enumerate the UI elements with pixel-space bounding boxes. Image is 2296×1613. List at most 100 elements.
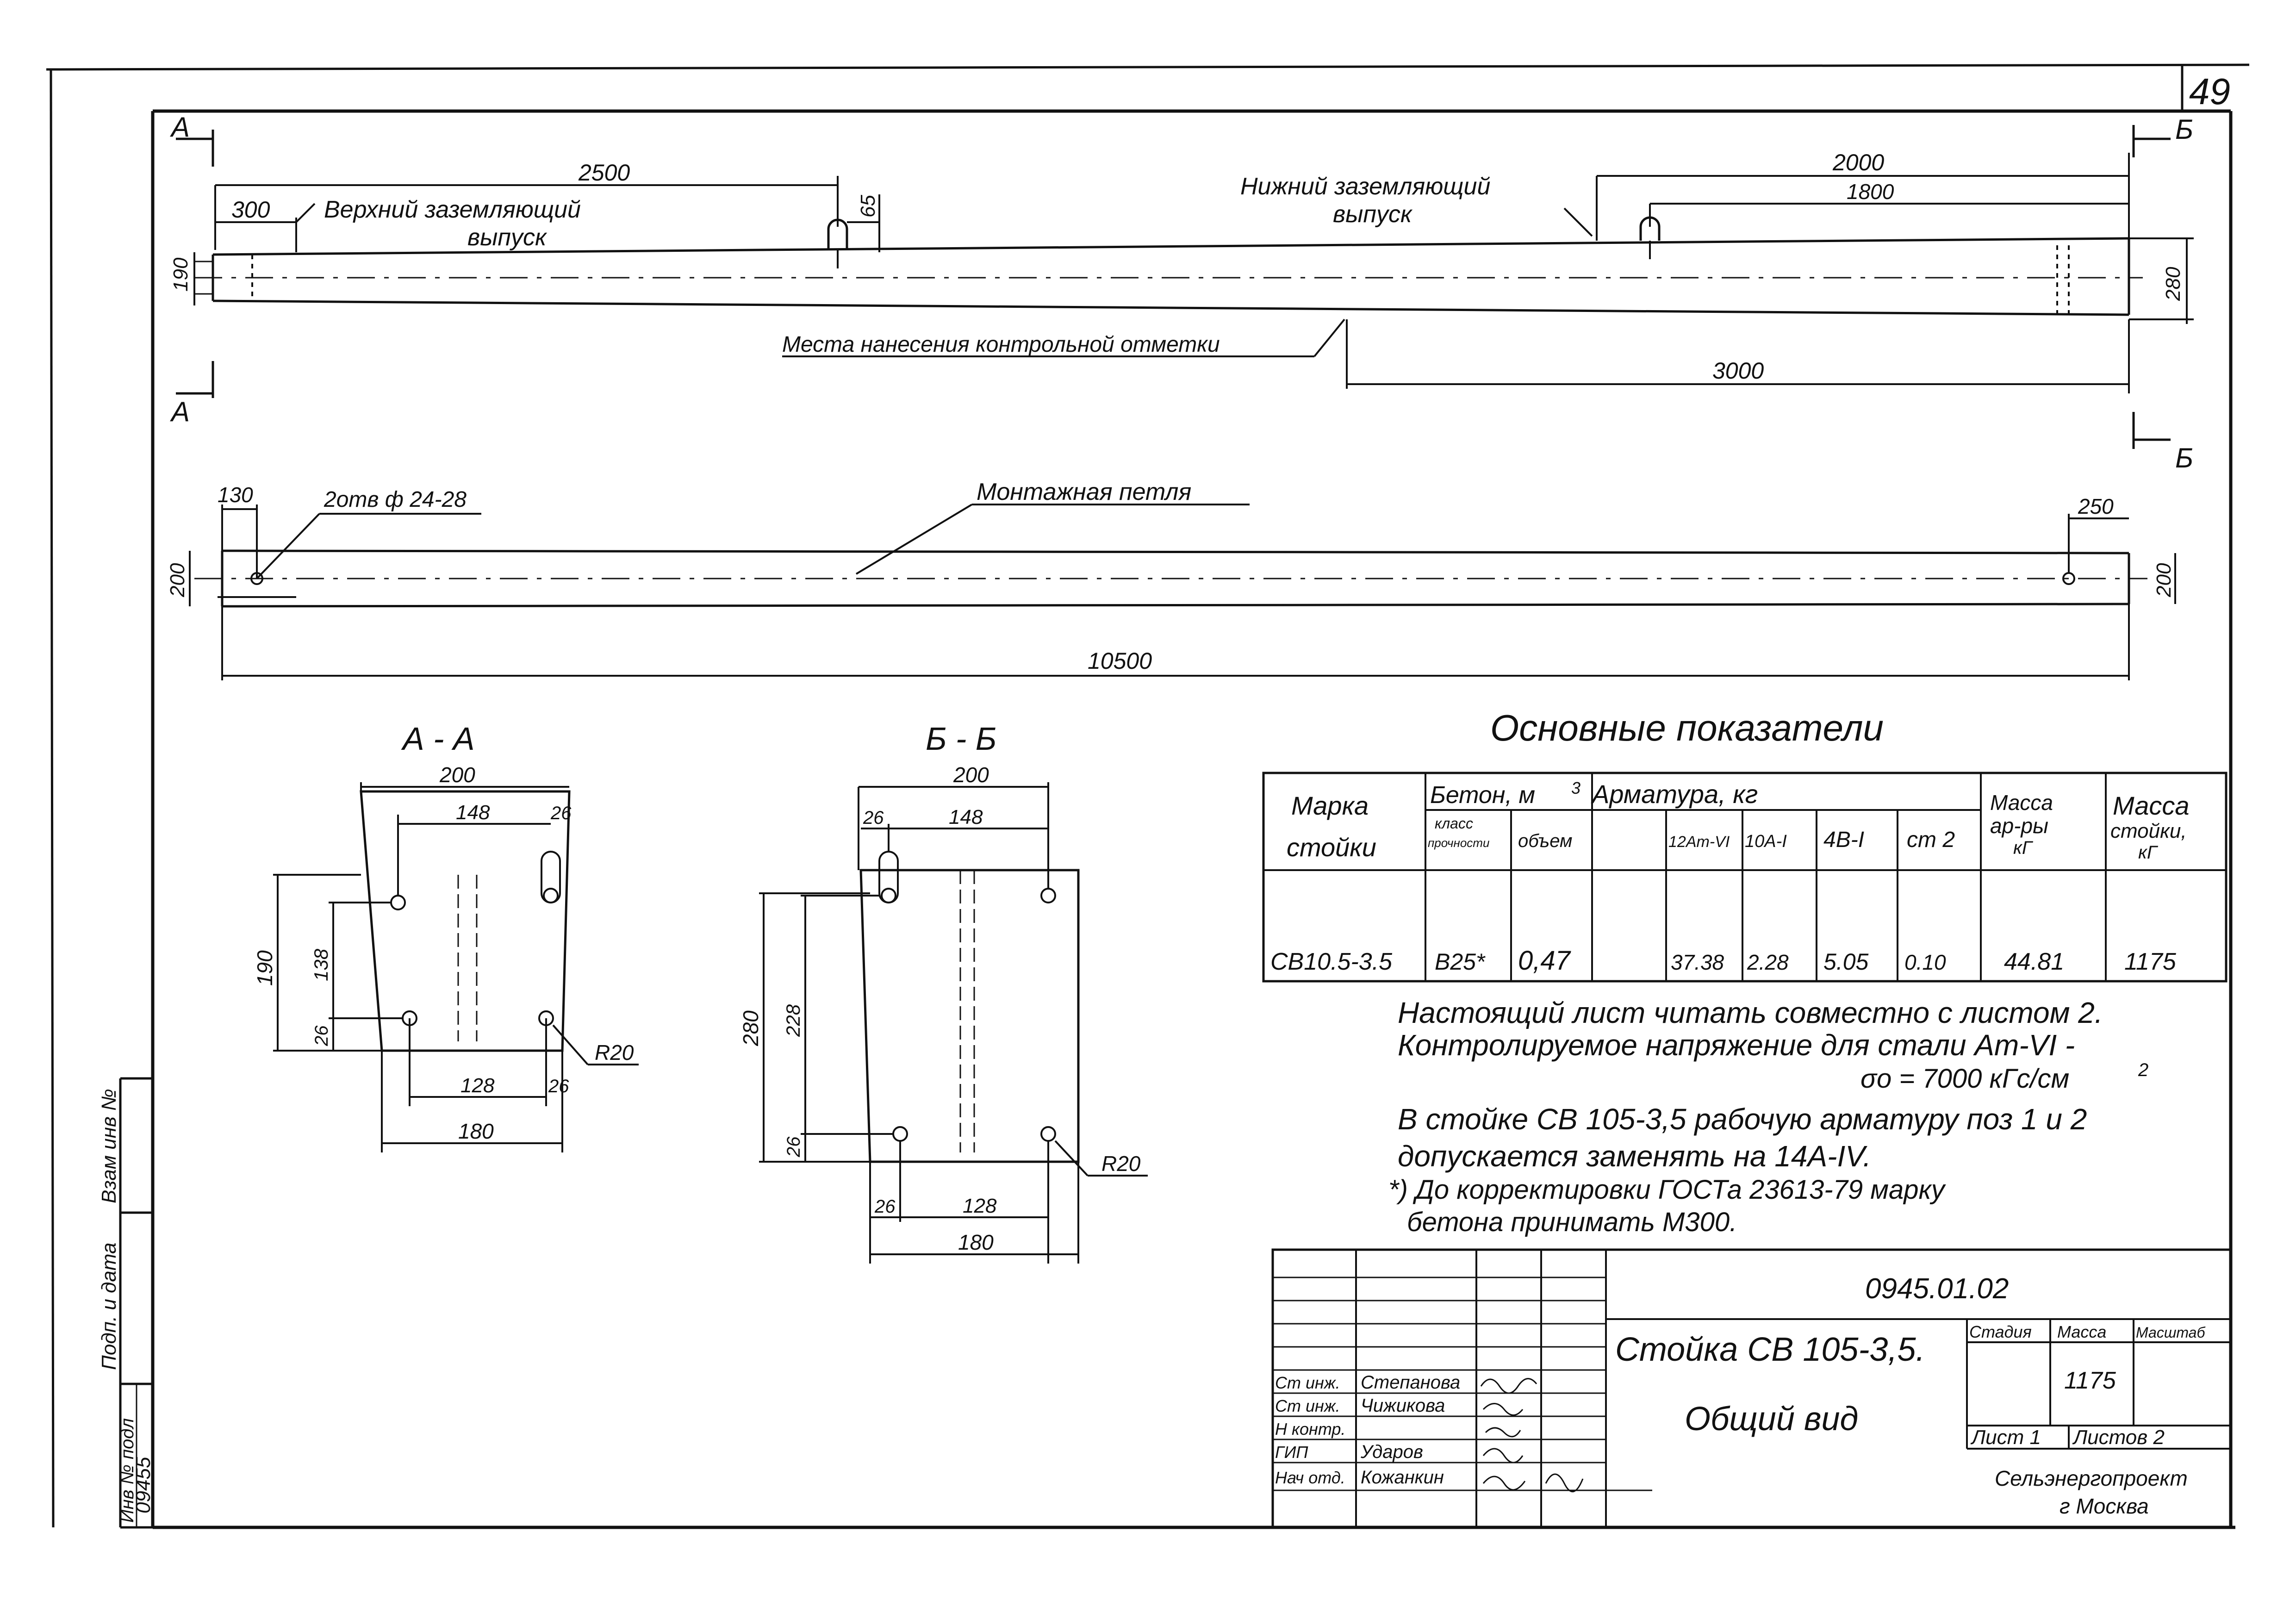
th-class-2: прочности — [1428, 836, 1489, 850]
th-concrete-sup: 3 — [1571, 778, 1580, 797]
th-volume: объем — [1518, 831, 1572, 851]
signatures — [1480, 1378, 1584, 1493]
sign-label: Подп. и дата — [98, 1243, 120, 1370]
th-concrete: Бетон, м — [1430, 782, 1535, 809]
stamp-mass-value: 1175 — [2064, 1367, 2116, 1394]
stamp-name-4: Ударов — [1360, 1442, 1423, 1462]
main-table-title: Основные показатели — [1490, 707, 1884, 748]
th-mass-post-3: кГ — [2138, 842, 2159, 863]
dim-200-left: 200 — [166, 563, 189, 598]
th-10a: 10А-I — [1745, 832, 1787, 851]
th-4b: 4В-I — [1823, 828, 1864, 852]
lower-ground-label-1: Нижний заземляющий — [1240, 173, 1490, 200]
title-block — [1271, 1248, 2232, 1529]
td-volume: 0,47 — [1518, 946, 1572, 976]
note-6: *) До корректировки ГОСТа 23613-79 марку — [1388, 1175, 1946, 1205]
sheet-frame — [46, 63, 2250, 1529]
bb-dim-128: 128 — [963, 1195, 997, 1217]
aa-radius: R20 — [595, 1040, 634, 1065]
stamp-mass-label: Масса — [2057, 1322, 2106, 1341]
section-aa-title: А - А — [401, 721, 475, 757]
top-view — [176, 125, 2194, 449]
section-mark-b-top: Б — [2175, 114, 2193, 145]
note-3-sup: 2 — [2138, 1060, 2148, 1080]
td-mass-post: 1175 — [2124, 948, 2177, 975]
section-aa — [273, 782, 639, 1152]
th-class-1: класс — [1435, 815, 1473, 832]
bb-dim-26-left: 26 — [784, 1136, 804, 1158]
section-bb-title: Б - Б — [926, 721, 996, 757]
stamp-stage-label: Стадия — [1969, 1322, 2032, 1341]
stamp-sheet: Лист 1 — [1970, 1426, 2041, 1449]
dim-200-right: 200 — [2153, 563, 2175, 598]
dim-3000: 3000 — [1712, 358, 1764, 384]
td-mark: СВ10.5-3.5 — [1270, 948, 1393, 975]
upper-ground-label-2: выпуск — [467, 224, 548, 251]
note-1: Настоящий лист читать совместно с листом… — [1398, 996, 2103, 1029]
td-b4: 5.05 — [1823, 949, 1869, 975]
dim-190: 190 — [169, 257, 192, 292]
note-4: В стойке СВ 105-3,5 рабочую арматуру поз… — [1398, 1102, 2087, 1136]
dim-10500: 10500 — [1088, 648, 1152, 674]
section-bb — [759, 782, 1148, 1264]
stamp-role-2: Ст инж. — [1275, 1396, 1340, 1415]
bb-dim-26-top: 26 — [863, 808, 884, 828]
th-mass-post-1: Масса — [2113, 791, 2190, 820]
td-mass-arm: 44.81 — [2004, 948, 2064, 975]
note-5: допускается заменять на 14А-IV. — [1398, 1140, 1871, 1173]
aa-dim-190: 190 — [253, 950, 277, 986]
aa-dim-26-top: 26 — [550, 803, 572, 823]
td-st2: 0.10 — [1904, 950, 1946, 974]
stamp-name-1: Степанова — [1361, 1372, 1460, 1393]
note-3: σо = 7000 кГс/см — [1860, 1064, 2069, 1094]
main-table — [1262, 772, 2228, 983]
stamp-role-3: Н контр. — [1275, 1420, 1345, 1439]
th-mass-post-2: стойки, — [2110, 820, 2187, 842]
replace-label: Взам инв № — [98, 1089, 120, 1203]
inv-label: Инв № подл — [117, 1418, 137, 1523]
doc-code: 0945.01.02 — [1865, 1273, 2009, 1305]
th-mass-arm-3: кГ — [2013, 838, 2034, 858]
bb-dim-26-bottom: 26 — [874, 1196, 896, 1217]
stamp-role-4: ГИП — [1275, 1443, 1308, 1462]
stamp-sheets: Листов 2 — [2072, 1426, 2165, 1449]
td-a12: 37.38 — [1671, 950, 1724, 974]
aa-dim-200: 200 — [439, 763, 475, 787]
inv-value: 09455 — [132, 1457, 155, 1513]
stamp-scale-label: Масштаб — [2136, 1324, 2205, 1341]
dim-250: 250 — [2078, 494, 2114, 518]
control-mark-label: Места нанесения контрольной отметки — [782, 332, 1220, 357]
dim-2500: 2500 — [578, 160, 630, 186]
th-12a: 12Ат-VI — [1668, 833, 1730, 851]
aa-dim-128: 128 — [460, 1074, 495, 1097]
sheet-number: 49 — [2189, 71, 2230, 112]
bb-dim-180: 180 — [958, 1230, 994, 1254]
aa-dim-26-left: 26 — [311, 1025, 332, 1046]
bb-dim-200: 200 — [953, 763, 989, 787]
hole-label: 2отв ф 24-28 — [324, 487, 467, 512]
dim-2000: 2000 — [1832, 149, 1884, 175]
aa-dim-148: 148 — [456, 801, 490, 824]
stamp-org-2: г Москва — [2060, 1494, 2149, 1518]
th-st2: ст 2 — [1907, 828, 1955, 852]
stamp-name-5: Кожанкин — [1361, 1467, 1444, 1488]
loop-label: Монтажная петля — [977, 479, 1191, 505]
dim-1800: 1800 — [1847, 180, 1894, 204]
td-a10: 2.28 — [1747, 950, 1789, 974]
th-armature: Арматура, кг — [1591, 779, 1758, 809]
left-strip — [119, 1077, 154, 1529]
stamp-title-1: Стойка СВ 105-3,5. — [1615, 1331, 1925, 1368]
lower-ground-label-2: выпуск — [1333, 201, 1413, 228]
bb-dim-280: 280 — [739, 1010, 763, 1046]
dim-130: 130 — [218, 483, 253, 507]
dim-65: 65 — [857, 195, 879, 218]
aa-dim-180: 180 — [458, 1119, 494, 1143]
stamp-name-2: Чижикова — [1361, 1395, 1445, 1416]
side-view — [189, 504, 2176, 680]
aa-dim-138: 138 — [310, 948, 332, 981]
th-mark-1: Марка — [1291, 791, 1369, 820]
td-class: В25* — [1435, 949, 1486, 975]
th-mass-arm-1: Масса — [1990, 791, 2053, 815]
note-7: бетона принимать М300. — [1407, 1207, 1737, 1237]
